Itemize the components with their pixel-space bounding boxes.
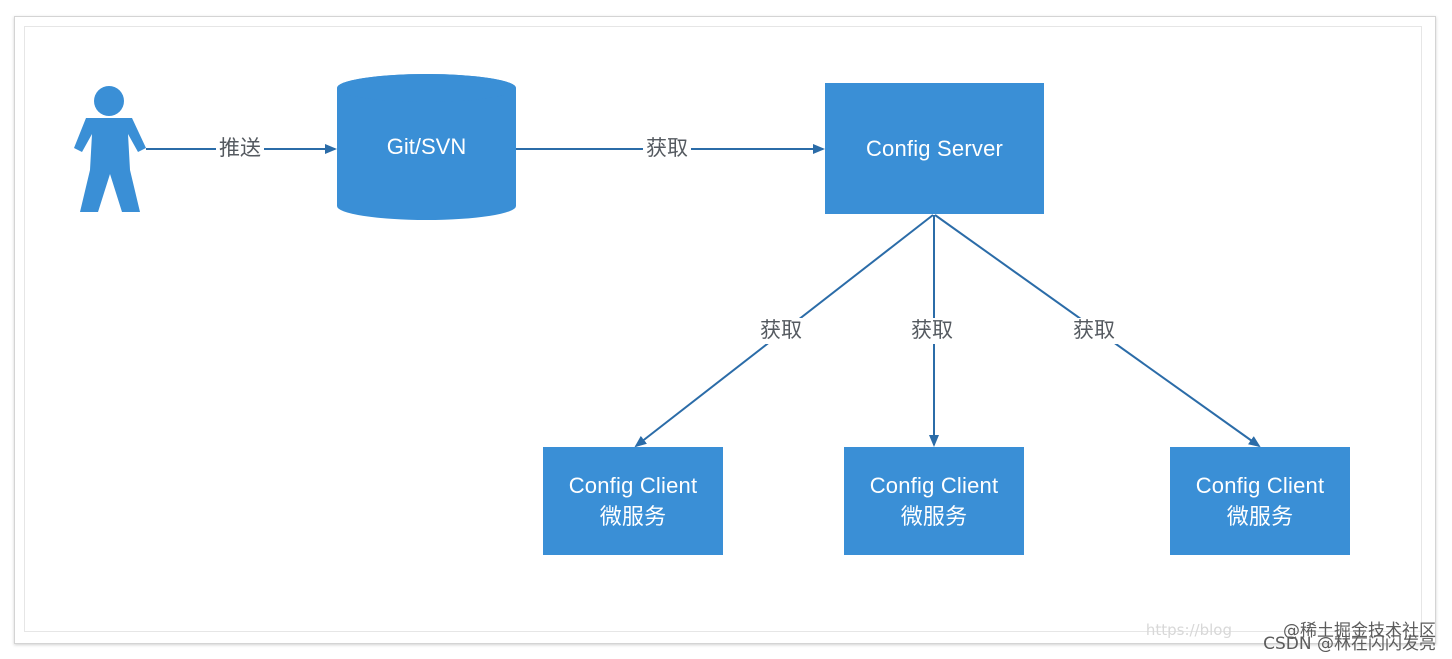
edge-label-fetch-client: 获取 xyxy=(1070,318,1118,344)
diagram-inner-border xyxy=(24,26,1422,632)
watermark-csdn: CSDN @林在闪闪发亮 xyxy=(1263,634,1436,654)
edge-label-fetch-client: 获取 xyxy=(757,318,805,344)
database-icon xyxy=(337,74,516,220)
person-icon xyxy=(74,86,146,212)
config-client-title: Config Client xyxy=(1195,473,1325,498)
config-client-node: Config Client 微服务 xyxy=(844,447,1024,555)
edge-label-push: 推送 xyxy=(216,136,264,162)
watermark-juejin: @稀土掘金技术社区 xyxy=(1283,621,1436,641)
config-client-subtitle: 微服务 xyxy=(599,504,667,529)
config-server-node: Config Server xyxy=(825,83,1044,214)
config-client-title: Config Client xyxy=(869,473,999,498)
edge-label-fetch-client: 获取 xyxy=(908,318,956,344)
config-client-node: Config Client 微服务 xyxy=(543,447,723,555)
config-client-subtitle: 微服务 xyxy=(900,504,968,529)
watermark-url: https://blog xyxy=(1145,621,1232,639)
config-server-label: Config Server xyxy=(865,136,1004,161)
edge-label-fetch-repo: 获取 xyxy=(643,136,691,162)
config-client-title: Config Client xyxy=(568,473,698,498)
repo-label: Git/SVN xyxy=(386,134,467,159)
config-client-node: Config Client 微服务 xyxy=(1170,447,1350,555)
config-client-subtitle: 微服务 xyxy=(1226,504,1294,529)
